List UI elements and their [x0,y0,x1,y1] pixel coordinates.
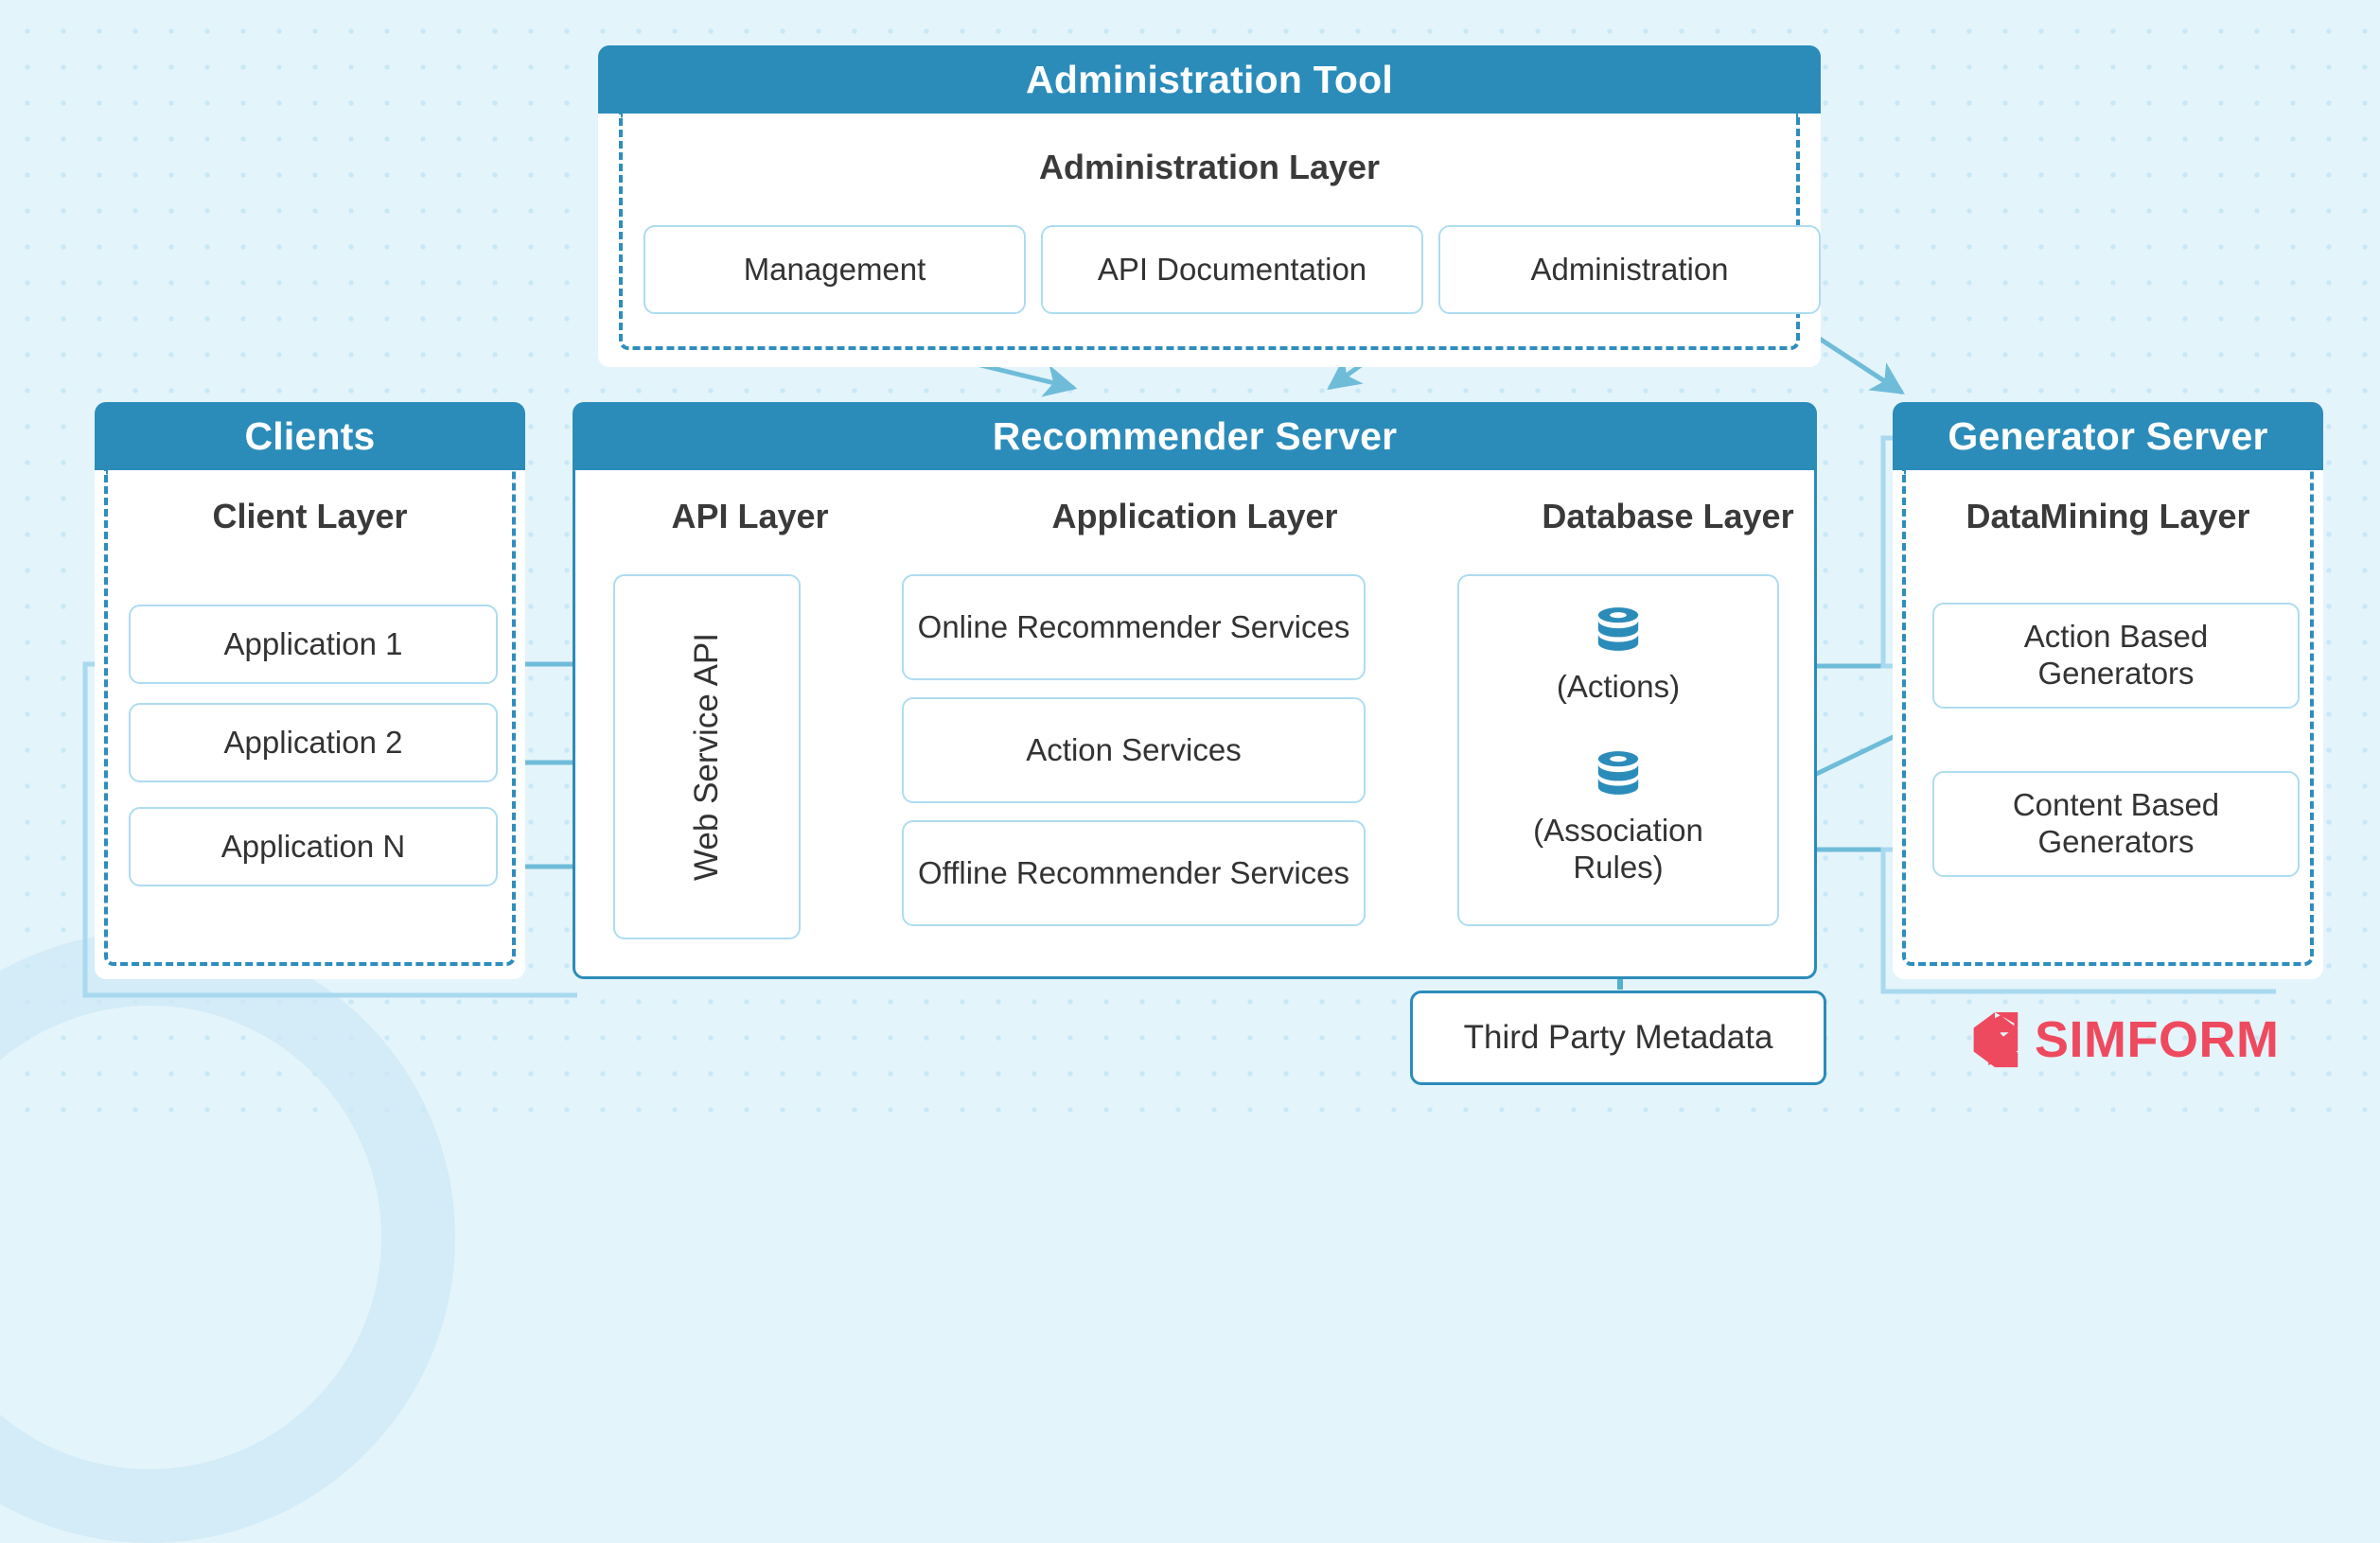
node-third-party-metadata-label: Third Party Metadata [1463,1019,1773,1057]
client-layer-dashed-zone [104,470,516,966]
panel-clients: Clients Client Layer Application 1 Appli… [95,402,525,979]
node-application-1-label: Application 1 [223,625,403,661]
panel-administration-tool-body: Administration Layer Management API Docu… [598,114,1821,367]
panel-recommender-server-body: API Layer Application Layer Database Lay… [573,470,1817,979]
node-application-2[interactable]: Application 2 [129,703,498,782]
db-entry-actions-caption: (Actions) [1556,669,1681,704]
db-entry-association-rules-caption: (Association Rules) [1533,813,1703,885]
architecture-diagram: Administration Tool Administration Layer… [82,45,2323,1085]
node-application-2-label: Application 2 [223,724,403,760]
panel-generator-server-title: Generator Server [1893,402,2323,470]
application-layer-title: Application Layer [1051,497,1338,535]
node-management-label: Management [743,251,926,287]
node-administration-label: Administration [1530,251,1729,287]
node-application-1[interactable]: Application 1 [129,605,498,684]
client-layer-title: Client Layer [212,497,408,535]
node-action-services[interactable]: Action Services [902,697,1366,803]
node-offline-recommender-services-label: Offline Recommender Services [917,854,1350,890]
node-administration[interactable]: Administration [1438,225,1821,314]
node-api-documentation-label: API Documentation [1097,251,1367,287]
panel-recommender-server: Recommender Server API Layer Application… [573,402,1817,979]
node-content-based-generators[interactable]: Content Based Generators [1932,771,2300,877]
simform-logo-text: SIMFORM [2035,1011,2280,1068]
database-cylinder-icon [1597,751,1639,795]
node-web-service-api-label: Web Service API [688,633,725,881]
node-management[interactable]: Management [643,225,1026,314]
panel-recommender-server-title: Recommender Server [573,402,1817,470]
panel-clients-body: Client Layer Application 1 Application 2… [95,470,525,979]
simform-logo: SIMFORM [1966,1010,2279,1069]
node-online-recommender-services-label: Online Recommender Services [917,608,1350,644]
node-database-store[interactable]: (Actions) (Association Rules) [1457,574,1779,926]
db-entry-actions: (Actions) [1459,603,1777,706]
node-application-n-label: Application N [220,828,406,864]
api-layer-title: API Layer [671,497,829,535]
panel-generator-server-body: DataMining Layer Action Based Generators… [1893,470,2323,979]
datamining-layer-dashed-zone [1902,470,2314,966]
datamining-layer-title: DataMining Layer [1966,497,2250,535]
node-api-documentation[interactable]: API Documentation [1041,225,1423,314]
database-cylinder-icon [1597,607,1639,651]
node-action-services-label: Action Services [1026,731,1242,767]
node-third-party-metadata[interactable]: Third Party Metadata [1410,991,1826,1085]
node-content-based-generators-label: Content Based Generators [2012,787,2220,859]
node-action-based-generators-label: Action Based Generators [2023,619,2209,691]
simform-logo-icon [1973,1011,2019,1068]
node-application-n[interactable]: Application N [129,807,498,886]
node-web-service-api[interactable]: Web Service API [613,574,801,939]
db-entry-association-rules: (Association Rules) [1459,746,1777,886]
panel-administration-tool-title: Administration Tool [598,45,1821,114]
administration-layer-title: Administration Layer [1038,148,1381,186]
node-online-recommender-services[interactable]: Online Recommender Services [902,574,1366,680]
panel-generator-server: Generator Server DataMining Layer Action… [1893,402,2323,979]
node-action-based-generators[interactable]: Action Based Generators [1932,603,2300,709]
node-offline-recommender-services[interactable]: Offline Recommender Services [902,820,1366,926]
database-layer-title: Database Layer [1542,497,1794,535]
panel-clients-title: Clients [95,402,525,470]
panel-administration-tool: Administration Tool Administration Layer… [598,45,1821,367]
